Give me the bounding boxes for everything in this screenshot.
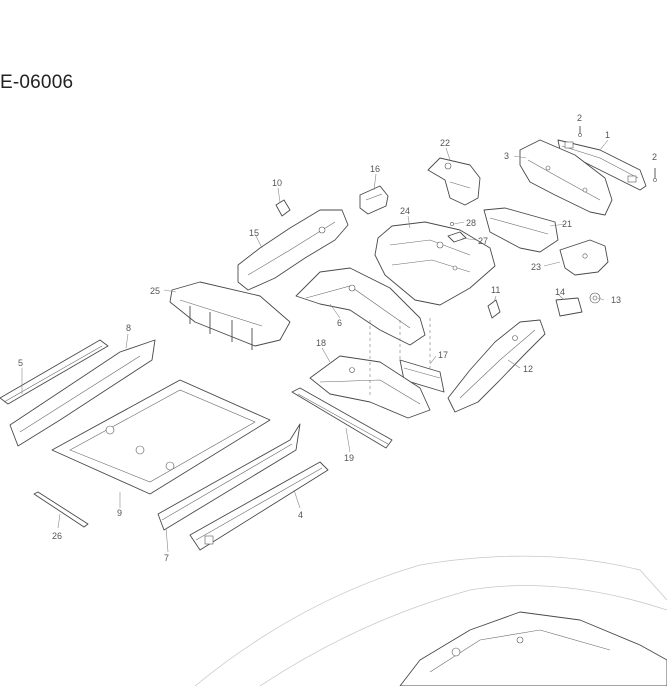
- callout-14: 14: [555, 287, 565, 297]
- callout-15: 15: [249, 228, 259, 238]
- callout-25: 25: [150, 286, 160, 296]
- callout-19: 19: [344, 453, 354, 463]
- part-2-bolt-top[interactable]: [578, 126, 582, 137]
- part-28-bolt[interactable]: [450, 222, 454, 226]
- callout-21: 21: [562, 219, 572, 229]
- part-25-seat-frame[interactable]: [169, 281, 291, 350]
- callout-13: 13: [611, 295, 621, 305]
- callout-9: 9: [117, 508, 122, 518]
- callout-12: 12: [523, 364, 533, 374]
- callout-26: 26: [52, 531, 62, 541]
- part-9-floor-frame[interactable]: [51, 379, 271, 495]
- callout-4: 4: [298, 510, 303, 520]
- callout-6: 6: [337, 318, 342, 328]
- part-12-side-member[interactable]: [447, 319, 546, 413]
- vehicle-floor-detail: [399, 611, 667, 686]
- callout-16: 16: [370, 164, 380, 174]
- diagram-title: E-06006: [0, 72, 74, 93]
- part-6-crossmember[interactable]: [295, 267, 426, 346]
- part-15-rear-side-member[interactable]: [237, 209, 349, 291]
- part-24-rear-floor[interactable]: [374, 221, 496, 306]
- part-26-bar[interactable]: [33, 491, 89, 528]
- callout-8: 8: [126, 323, 131, 333]
- callout-18: 18: [316, 338, 326, 348]
- part-2-bolt-right[interactable]: [653, 168, 657, 182]
- callout-3: 3: [504, 151, 509, 161]
- callout-7: 7: [164, 553, 169, 563]
- leader-lines: [21, 139, 609, 553]
- callout-2-right: 2: [652, 152, 657, 162]
- part-8-sill-inner[interactable]: [9, 339, 156, 447]
- callout-28: 28: [466, 218, 476, 228]
- part-22-bracket[interactable]: [427, 157, 481, 206]
- ghost-vehicle-outline: [194, 555, 667, 686]
- part-19-crossbar[interactable]: [291, 387, 393, 449]
- callout-22: 22: [440, 138, 450, 148]
- callout-23: 23: [531, 262, 541, 272]
- part-21-trough[interactable]: [483, 207, 559, 253]
- callout-11: 11: [491, 285, 500, 295]
- part-17-reinforcement[interactable]: [399, 359, 445, 393]
- callout-24: 24: [400, 206, 410, 216]
- part-10-stud[interactable]: [275, 199, 291, 217]
- part-5-sill[interactable]: [0, 339, 109, 405]
- part-4-rocker[interactable]: [189, 461, 329, 551]
- part-13-clip[interactable]: [589, 292, 601, 304]
- part-16-bracket[interactable]: [359, 185, 389, 215]
- part-1-rear-bumper-beam[interactable]: [557, 139, 647, 191]
- part-14-bracket[interactable]: [555, 297, 583, 317]
- callout-5: 5: [18, 358, 23, 368]
- part-3-rear-panel[interactable]: [519, 139, 613, 216]
- callout-10: 10: [272, 178, 282, 188]
- callout-1: 1: [605, 130, 610, 140]
- part-23-bracket[interactable]: [559, 239, 609, 276]
- part-27-clip[interactable]: [447, 231, 467, 243]
- callout-27: 27: [478, 236, 488, 246]
- assembly-guide-lines: [369, 318, 431, 395]
- part-11-clip[interactable]: [487, 299, 501, 319]
- callout-2-top: 2: [577, 113, 582, 123]
- part-7-side-rail[interactable]: [157, 423, 301, 531]
- callout-17: 17: [438, 350, 448, 360]
